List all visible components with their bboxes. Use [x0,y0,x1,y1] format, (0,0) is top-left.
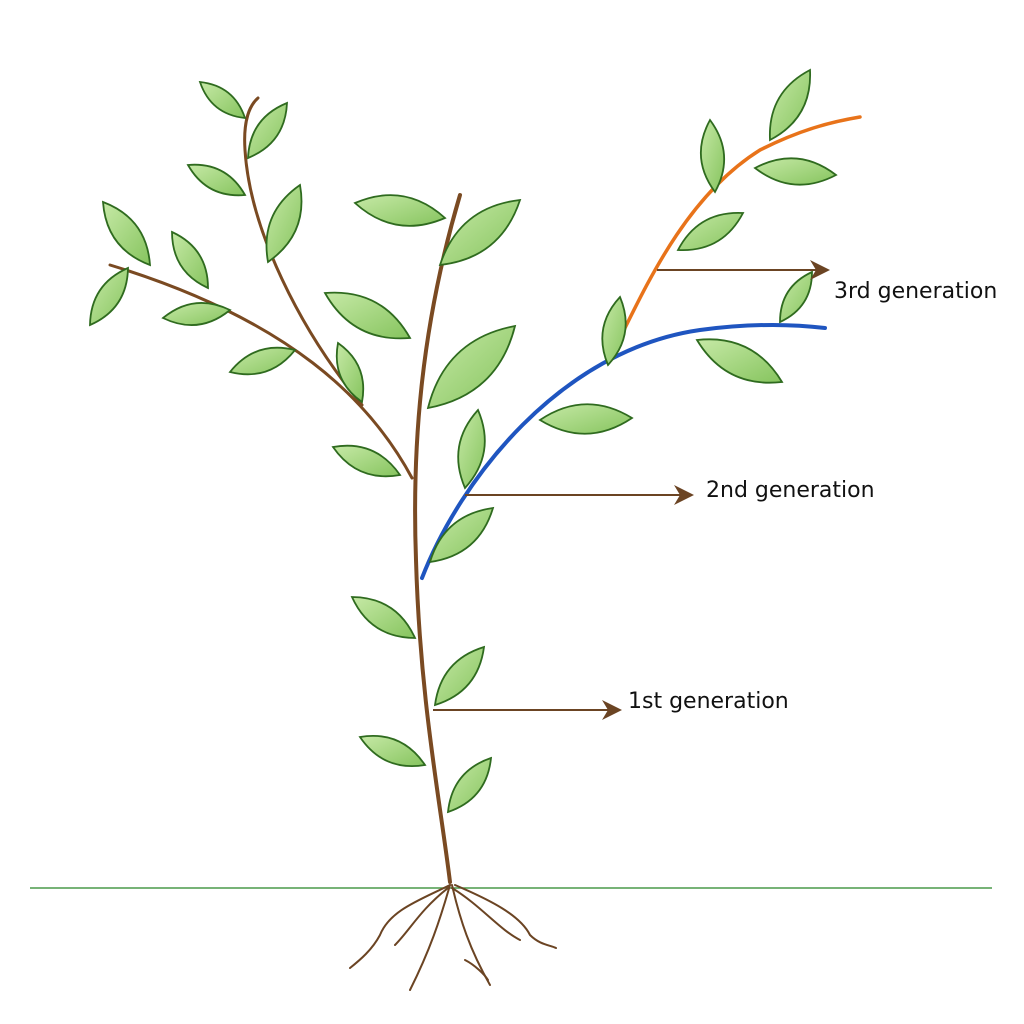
leaf [779,270,813,324]
leaf [198,80,247,120]
label-second-generation: 2nd generation [706,478,875,503]
leaf [350,596,417,639]
upper-left-branch [243,96,364,407]
leaf [102,200,151,267]
leaf [335,341,365,404]
leaf [695,338,784,384]
leaf [171,230,209,290]
leaf [161,302,232,326]
stems [108,96,862,884]
leaf [601,295,627,367]
leaf [353,194,447,227]
leaf [265,183,303,264]
leaf [186,163,247,197]
leaf [438,198,522,267]
leaf [446,756,493,814]
leaf [247,101,288,160]
roots [349,884,557,991]
left-branch [108,263,414,480]
leaf [457,408,486,490]
leaf [89,266,129,327]
leaf [753,157,838,186]
leaf [228,346,297,376]
leaf [358,735,427,767]
leaf [426,324,517,410]
main-stem [413,193,462,884]
leaves [89,68,838,814]
leaf [676,212,745,251]
label-first-generation: 1st generation [628,689,789,714]
leaf [433,645,486,707]
leaf [428,506,495,564]
label-third-generation: 3rd generation [834,279,998,304]
leaf [323,291,412,340]
third-generation-branch [606,115,862,364]
second-generation-branch [420,322,827,580]
leaf [700,118,725,194]
leaf [538,403,634,435]
leaf [331,444,402,478]
leaf [769,68,811,142]
arrows [433,260,830,720]
